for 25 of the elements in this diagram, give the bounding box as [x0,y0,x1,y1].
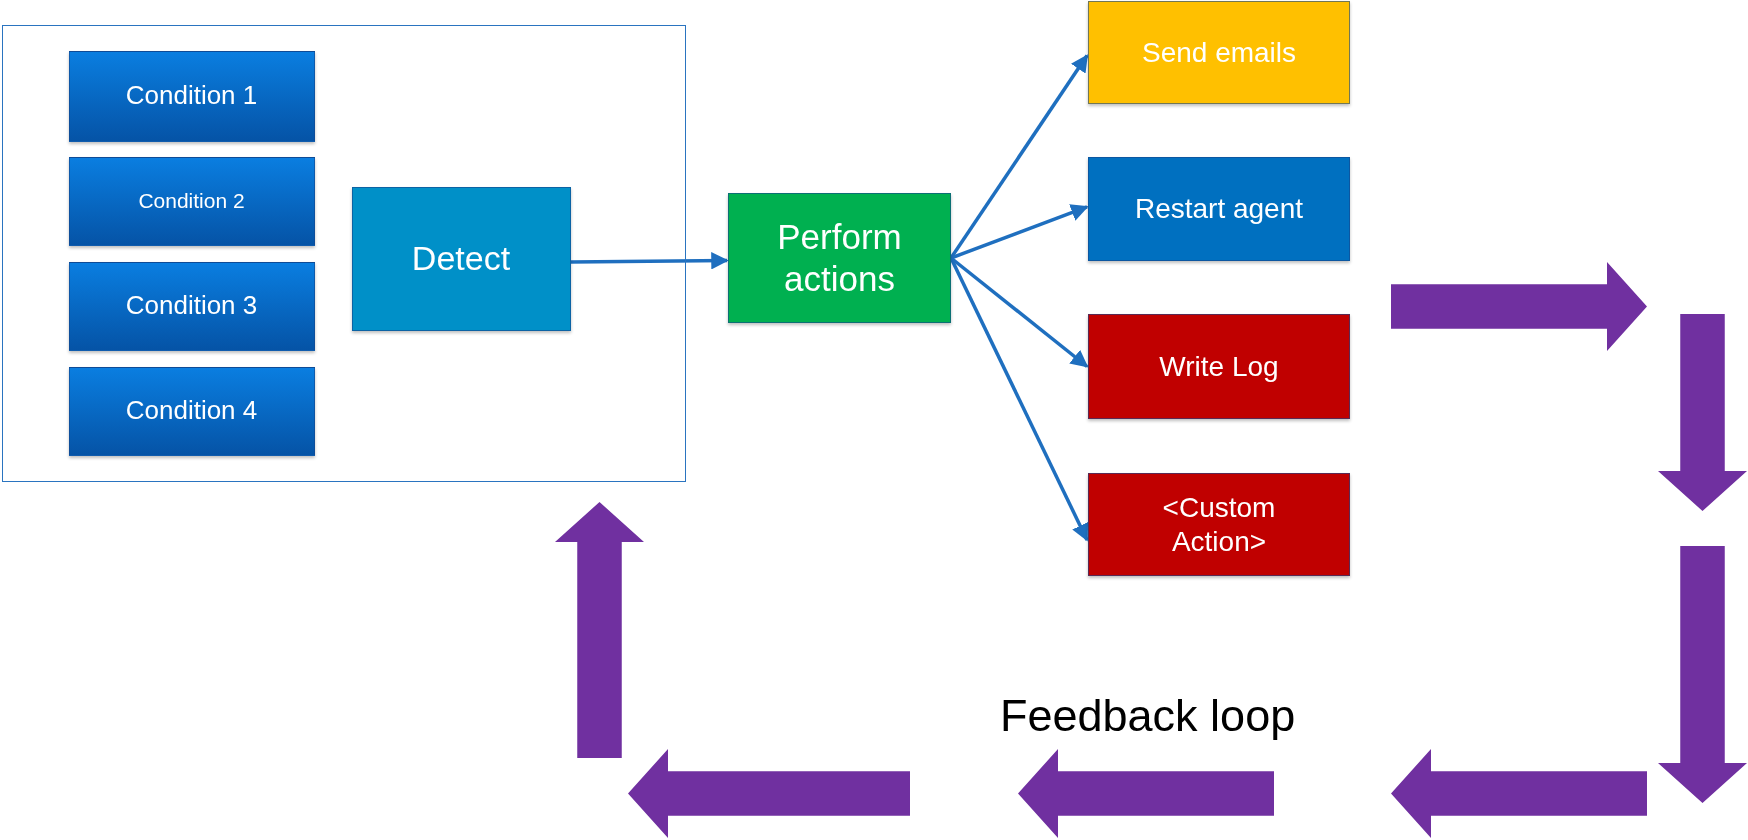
action-box [1088,157,1350,261]
action-box [1088,473,1350,576]
node-label: Write Log [1159,349,1279,384]
node-label: Condition 3 [125,290,258,322]
node-label: Restart agent [1134,192,1304,226]
node-label: Perform actions [776,216,903,300]
node-label: Condition 1 [125,80,258,112]
arrow [949,54,1089,259]
node-label: <Custom Action> [1161,490,1277,559]
node-label: Condition 2 [138,188,245,214]
arrow [571,252,729,270]
condition-box [68,50,315,142]
condition-box [68,261,315,351]
action-box [1088,314,1350,419]
action-box [1088,1,1350,104]
node-label: Detect [411,238,511,279]
condition-box [68,156,315,246]
node-label: Condition 4 [125,395,258,427]
process-box [728,193,951,323]
loop-label: Feedback loop [1000,690,1296,742]
group-frame [2,25,686,482]
condition-box [68,366,315,456]
process-box [351,186,571,331]
arrow [950,204,1089,260]
node-label: Send emails [1141,35,1297,70]
